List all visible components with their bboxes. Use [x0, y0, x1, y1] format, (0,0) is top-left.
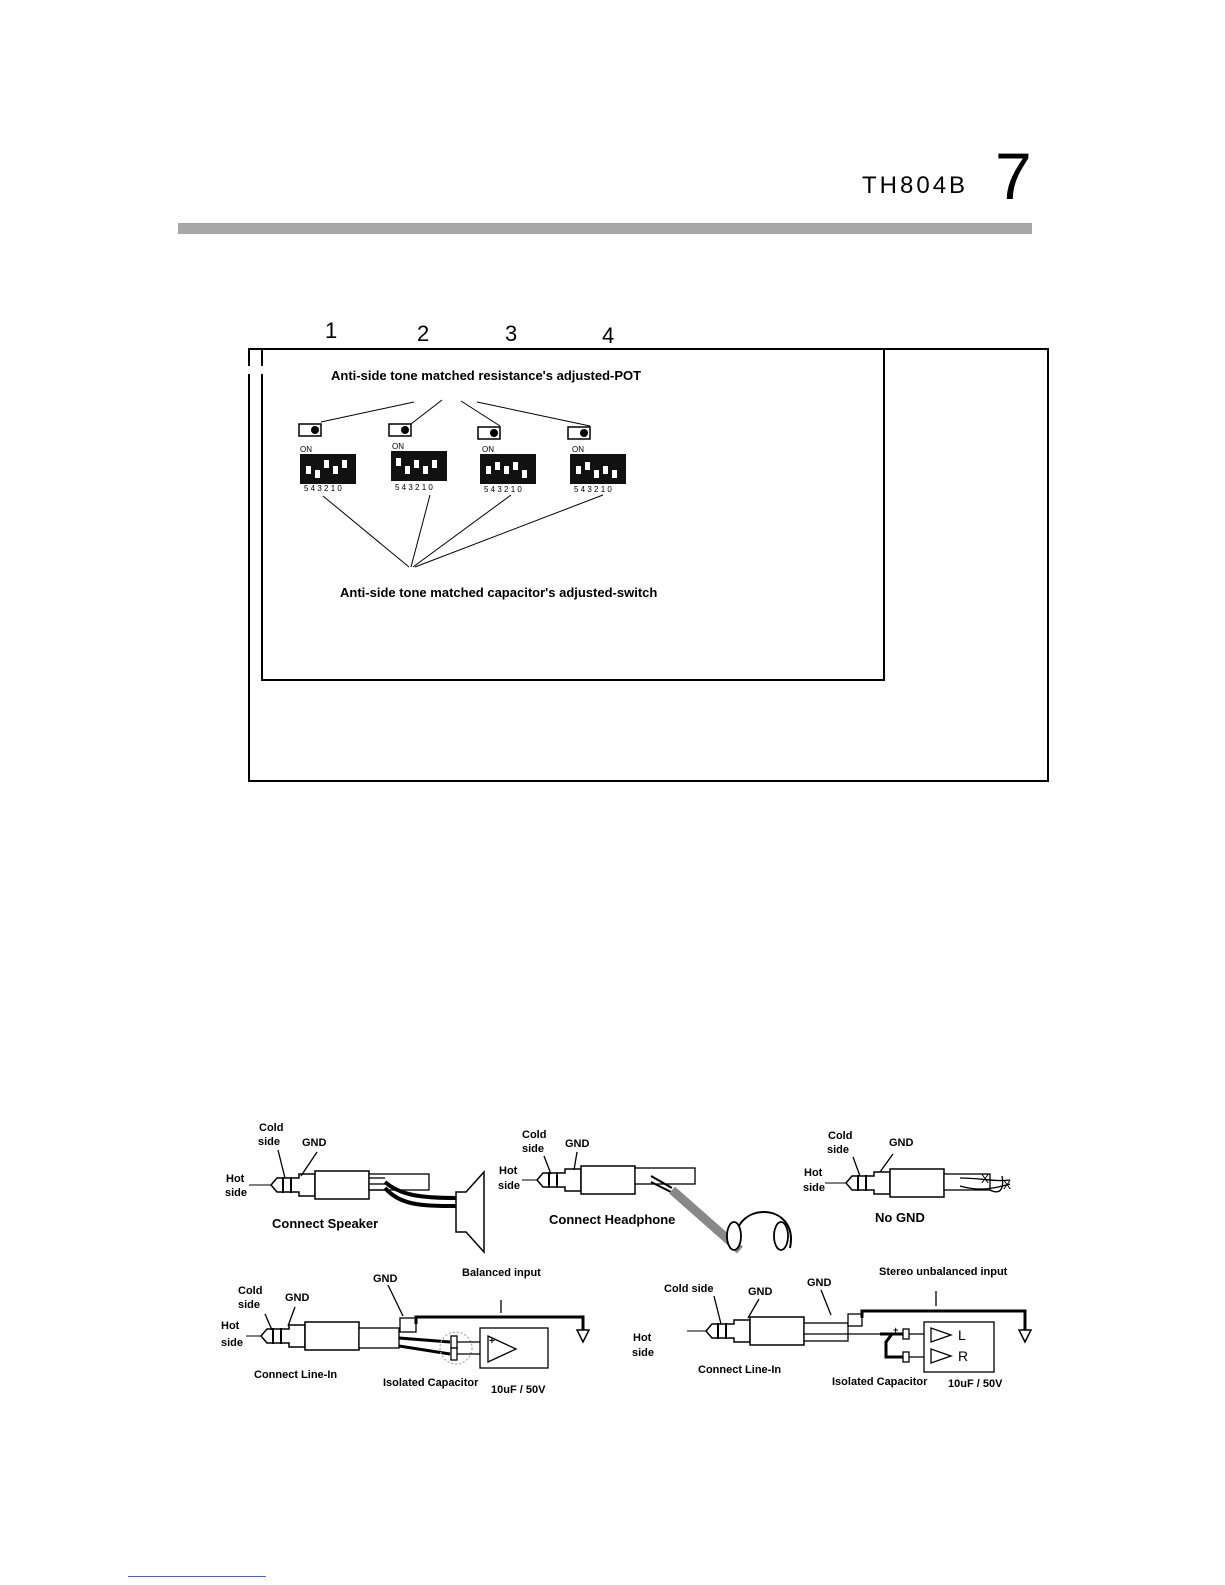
svg-text:Hot: Hot [804, 1167, 823, 1179]
svg-text:side: side [238, 1299, 260, 1311]
svg-text:side: side [221, 1337, 243, 1349]
svg-text:side: side [803, 1182, 825, 1194]
switch-leader-lines [322, 494, 604, 568]
svg-text:R: R [958, 1348, 968, 1364]
svg-text:X: X [1003, 1178, 1011, 1192]
footer-link-underline[interactable] [128, 1576, 266, 1577]
svg-text:GND: GND [285, 1292, 310, 1304]
svg-text:Isolated Capacitor: Isolated Capacitor [832, 1376, 928, 1388]
svg-text:ON: ON [392, 442, 404, 451]
pot-leader-lines [320, 399, 591, 427]
svg-text:GND: GND [889, 1137, 914, 1149]
svg-text:side: side [522, 1143, 544, 1155]
svg-text:side: side [827, 1144, 849, 1156]
outer-panel-frame [248, 348, 1049, 782]
svg-text:GND: GND [565, 1138, 590, 1150]
svg-text:GND: GND [807, 1277, 832, 1289]
svg-text:Isolated Capacitor: Isolated Capacitor [383, 1377, 479, 1389]
inner-panel-frame [261, 348, 885, 681]
dip-switches: ON 5 4 3 2 1 0 ON 5 4 3 2 1 0 ON 5 4 3 2… [300, 442, 626, 494]
position-number-4: 4 [602, 323, 614, 348]
svg-text:10uF / 50V: 10uF / 50V [948, 1378, 1003, 1390]
balanced-wiring: Cold side GND GND Hot side Balanced inpu… [221, 1267, 591, 1396]
headphone-wiring: Cold side GND Hot side Connect Headphone [498, 1129, 792, 1254]
position-number-1: 1 [325, 318, 337, 343]
svg-text:Balanced input: Balanced input [462, 1267, 541, 1279]
pot-indicators [298, 423, 591, 440]
svg-text:Cold: Cold [259, 1122, 283, 1134]
svg-text:Hot: Hot [499, 1165, 518, 1177]
svg-text:Cold: Cold [828, 1130, 852, 1142]
svg-text:GND: GND [302, 1137, 327, 1149]
svg-text:Connect Speaker: Connect Speaker [272, 1216, 378, 1231]
speaker-wiring: Cold side GND Hot side Connect Speaker [225, 1122, 485, 1254]
svg-text:GND: GND [373, 1273, 398, 1285]
svg-text:ON: ON [572, 445, 584, 454]
svg-text:side: side [225, 1187, 247, 1199]
svg-text:Hot: Hot [633, 1332, 652, 1344]
svg-text:Connect Line-In: Connect Line-In [254, 1369, 337, 1381]
svg-text:Hot: Hot [226, 1173, 245, 1185]
header-rule [178, 223, 1032, 234]
svg-text:5 4 3 2 1 0: 5 4 3 2 1 0 [484, 485, 522, 494]
svg-text:Cold: Cold [522, 1129, 546, 1141]
svg-text:+: + [893, 1325, 898, 1335]
svg-text:side: side [632, 1347, 654, 1359]
no-gnd-wiring: Cold side GND Hot side X X No GND [803, 1130, 1011, 1225]
svg-text:Connect Line-In: Connect Line-In [698, 1364, 781, 1376]
svg-text:No GND: No GND [875, 1210, 925, 1225]
svg-text:side: side [498, 1180, 520, 1192]
position-number-3: 3 [505, 321, 517, 346]
svg-text:Stereo unbalanced input: Stereo unbalanced input [879, 1266, 1008, 1278]
position-number-2: 2 [417, 321, 429, 346]
switch-label: Anti-side tone matched capacitor's adjus… [340, 585, 657, 600]
svg-text:5 4 3 2 1 0: 5 4 3 2 1 0 [304, 484, 342, 493]
page-number: 7 [995, 139, 1032, 213]
wiring-diagrams: Cold side GND Hot side Connect Speaker C… [221, 1122, 1033, 1396]
svg-text:10uF / 50V: 10uF / 50V [491, 1384, 546, 1396]
svg-text:ON: ON [300, 445, 312, 454]
pot-label: Anti-side tone matched resistance's adju… [331, 368, 641, 383]
svg-text:Hot: Hot [221, 1320, 240, 1332]
svg-text:Cold: Cold [238, 1285, 262, 1297]
stereo-wiring: Cold side GND GND Stereo unbalanced inpu… [632, 1266, 1033, 1390]
model-name: TH804B [862, 172, 969, 199]
svg-text:+: + [489, 1336, 495, 1347]
svg-text:L: L [958, 1327, 966, 1343]
svg-text:5 4 3 2 1 0: 5 4 3 2 1 0 [574, 485, 612, 494]
svg-text:GND: GND [748, 1286, 773, 1298]
switch-panel-figure: 1 2 3 4 Anti-side tone matched resistanc… [247, 318, 1049, 782]
svg-text:X: X [981, 1172, 989, 1186]
svg-text:Connect Headphone: Connect Headphone [549, 1212, 675, 1227]
svg-text:ON: ON [482, 445, 494, 454]
svg-text:side: side [258, 1136, 280, 1148]
svg-text:Cold side: Cold side [664, 1283, 714, 1295]
svg-text:5 4 3 2 1 0: 5 4 3 2 1 0 [395, 483, 433, 492]
